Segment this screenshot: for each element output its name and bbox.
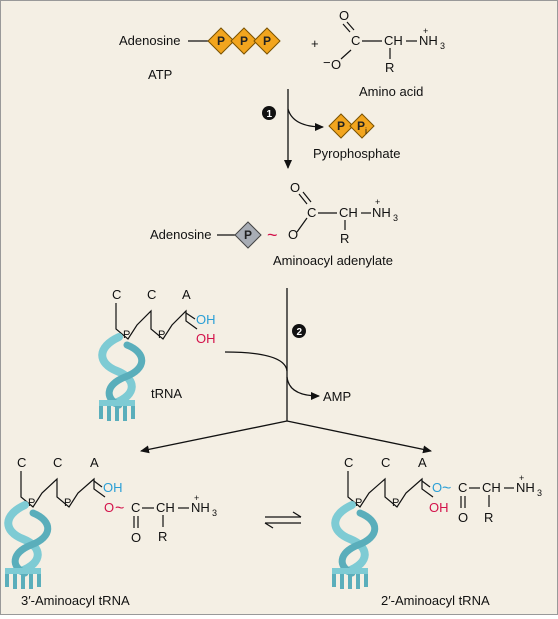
aa-ch: CH <box>384 33 403 48</box>
aa-o-top: O <box>339 8 349 23</box>
adenylate-phosphate-label: P <box>244 228 252 242</box>
right-oh: OH <box>429 500 449 515</box>
aa-r: R <box>385 60 394 75</box>
amino-acid-label: Amino acid <box>359 84 423 99</box>
step2-incoming-curve <box>224 351 288 372</box>
left-o-down: O <box>131 530 141 545</box>
ppi-p1: P <box>337 119 345 133</box>
trna-base-c1: C <box>112 287 121 302</box>
right-trna-helix-icon <box>331 501 379 589</box>
aa-c: C <box>351 33 360 48</box>
phosphate-label-2: P <box>240 34 248 48</box>
left-base-c2: C <box>53 455 62 470</box>
phosphate-diamond-1 <box>207 27 235 55</box>
trna-backbone <box>115 303 198 340</box>
left-tilde: ~ <box>115 500 124 517</box>
trna-p2: P <box>158 329 165 341</box>
product-2prime-label: 2′-Aminoacyl tRNA <box>381 593 490 608</box>
split-arrow-left <box>140 420 288 454</box>
aa-nh-sub: 3 <box>440 41 445 51</box>
adenylate-c: C <box>307 205 316 220</box>
trna-oh-bottom: OH <box>196 331 216 346</box>
step1-number: 1 <box>267 109 273 120</box>
left-c: C <box>131 500 140 515</box>
left-oh: OH <box>103 480 123 495</box>
trna-p1: P <box>123 329 130 341</box>
right-p1: P <box>355 497 362 509</box>
trna-label: tRNA <box>151 386 182 401</box>
adenylate-r: R <box>340 231 349 246</box>
adenylate-nh: NH <box>372 205 391 220</box>
pyrophosphate: P P i <box>328 113 375 139</box>
right-base-c2: C <box>381 455 390 470</box>
left-base-a: A <box>90 455 99 470</box>
left-r: R <box>158 529 167 544</box>
right-nh-sub: 3 <box>537 488 542 498</box>
left-trna-helix-icon <box>4 501 52 589</box>
right-ch: CH <box>482 480 501 495</box>
adenylate-ch: CH <box>339 205 358 220</box>
product-2prime: C C A P P O ~ C O CH NH 3 + R OH <box>331 455 542 589</box>
trna-helix-icon <box>98 333 146 421</box>
right-o-down: O <box>458 510 468 525</box>
trna-structure: C C A P P OH OH <box>98 287 216 421</box>
left-nh-sub: 3 <box>212 508 217 518</box>
left-p1: P <box>28 497 35 509</box>
adenylate-label: Aminoacyl adenylate <box>273 253 393 268</box>
aa-o-minus: O <box>331 57 341 72</box>
step2-number: 2 <box>297 327 303 338</box>
trna-base-a: A <box>182 287 191 302</box>
phosphate-diamond-2 <box>230 27 258 55</box>
plus-sign: + <box>311 36 319 51</box>
right-c: C <box>458 480 467 495</box>
left-o: O <box>104 500 114 515</box>
aa-nh: NH <box>419 33 438 48</box>
left-ch: CH <box>156 500 175 515</box>
step1-circle <box>262 106 276 120</box>
left-plus: + <box>194 493 199 503</box>
step1-side-arrow <box>287 108 324 131</box>
step2-circle <box>292 324 306 338</box>
right-base-a: A <box>418 455 427 470</box>
left-p2: P <box>64 497 71 509</box>
adenylate-plus: + <box>375 197 380 207</box>
aa-plus-charge: + <box>423 26 428 36</box>
trna-oh-top: OH <box>196 312 216 327</box>
product-3prime-label: 3′-Aminoacyl tRNA <box>21 593 130 608</box>
split-arrow-right <box>286 420 432 454</box>
atp-phosphate-chain: P P P <box>207 27 281 55</box>
adenylate-nh-sub: 3 <box>393 213 398 223</box>
adenylate-o-link: O <box>288 227 298 242</box>
left-base-c1: C <box>17 455 26 470</box>
right-base-c1: C <box>344 455 353 470</box>
right-nh: NH <box>516 480 535 495</box>
right-p2: P <box>392 497 399 509</box>
right-plus: + <box>519 473 524 483</box>
atp-adenosine-label: Adenosine <box>119 33 180 48</box>
ppi-p2: P <box>357 119 365 133</box>
right-o: O <box>432 480 442 495</box>
left-nh: NH <box>191 500 210 515</box>
phosphate-label-1: P <box>217 34 225 48</box>
phosphate-diamond-3 <box>253 27 281 55</box>
ppi-sub: i <box>365 126 367 136</box>
trna-base-c2: C <box>147 287 156 302</box>
step2-amp-arrow <box>286 376 320 400</box>
amp-label: AMP <box>323 389 351 404</box>
right-r: R <box>484 510 493 525</box>
atp-label: ATP <box>148 67 172 82</box>
adenylate-adenosine-label: Adenosine <box>150 227 211 242</box>
adenylate-phosphate-diamond <box>234 221 262 249</box>
right-tilde: ~ <box>442 480 451 497</box>
equilibrium-arrows <box>264 511 302 529</box>
amino-acid-structure: O C O − CH NH 3 + R <box>323 8 445 75</box>
adenylate-o-top: O <box>290 180 300 195</box>
aa-minus-charge: − <box>323 55 331 70</box>
product-3prime: C C A P P OH O ~ C O CH NH 3 + R <box>4 455 217 589</box>
pyrophosphate-label: Pyrophosphate <box>313 146 400 161</box>
adenylate-tilde: ~ <box>267 225 278 245</box>
phosphate-label-3: P <box>263 34 271 48</box>
